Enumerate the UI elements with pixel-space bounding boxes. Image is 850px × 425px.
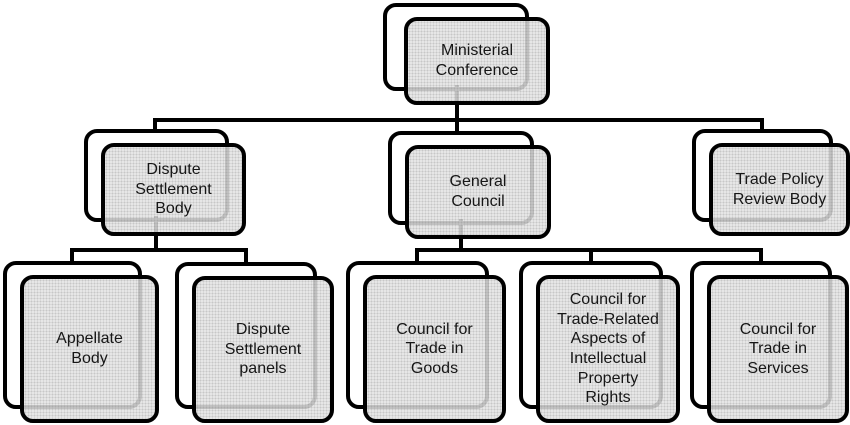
node-label: Appellate Body — [56, 330, 123, 367]
connector-drop-council-trips — [589, 250, 593, 265]
node-box: Council for Trade in Goods — [363, 275, 506, 423]
node-dispute-settlement-body: Dispute Settlement Body — [84, 129, 246, 236]
node-box: Council for Trade-Related Aspects of Int… — [536, 275, 680, 423]
node-council-trade-services: Council for Trade in Services — [690, 261, 849, 423]
connector-drop-council-trade-services — [759, 250, 763, 265]
node-label: Council for Trade-Related Aspects of Int… — [557, 291, 659, 407]
node-label: Council for Trade in Services — [739, 320, 817, 377]
node-council-trade-goods: Council for Trade in Goods — [346, 261, 506, 423]
connector-drop-appellate-body — [70, 250, 74, 265]
node-box: Dispute Settlement panels — [192, 276, 334, 423]
node-label: Dispute Settlement panels — [224, 321, 302, 378]
node-trade-policy-review-body: Trade Policy Review Body — [692, 129, 850, 236]
node-box: Trade Policy Review Body — [709, 143, 850, 236]
node-label: Trade Policy Review Body — [732, 170, 827, 208]
node-box: Appellate Body — [20, 275, 159, 423]
node-label: Ministerial Conference — [435, 42, 519, 79]
node-appellate-body: Appellate Body — [3, 261, 159, 423]
node-box: General Council — [405, 145, 551, 239]
node-label: General Council — [449, 173, 507, 210]
connector-row2-left-horizontal — [70, 248, 248, 252]
connector-row1-horizontal — [153, 118, 764, 122]
connector-drop-dispute-settlement-body — [153, 120, 157, 133]
node-ministerial-conference: Ministerial Conference — [383, 3, 550, 105]
connector-root-stem — [455, 85, 459, 135]
node-general-council: General Council — [388, 131, 551, 239]
node-label: Dispute Settlement Body — [135, 161, 212, 218]
node-box: Ministerial Conference — [404, 17, 550, 105]
node-council-trips: Council for Trade-Related Aspects of Int… — [519, 261, 680, 423]
connector-drop-trade-policy-review-body — [760, 120, 764, 133]
node-box: Council for Trade in Services — [707, 275, 849, 423]
node-label: Council for Trade in Goods — [396, 320, 473, 377]
node-box: Dispute Settlement Body — [101, 143, 246, 236]
node-dispute-settlement-panels: Dispute Settlement panels — [175, 262, 334, 423]
connector-drop-council-trade-goods — [415, 250, 419, 265]
connector-drop-dispute-settlement-panels — [244, 250, 248, 266]
